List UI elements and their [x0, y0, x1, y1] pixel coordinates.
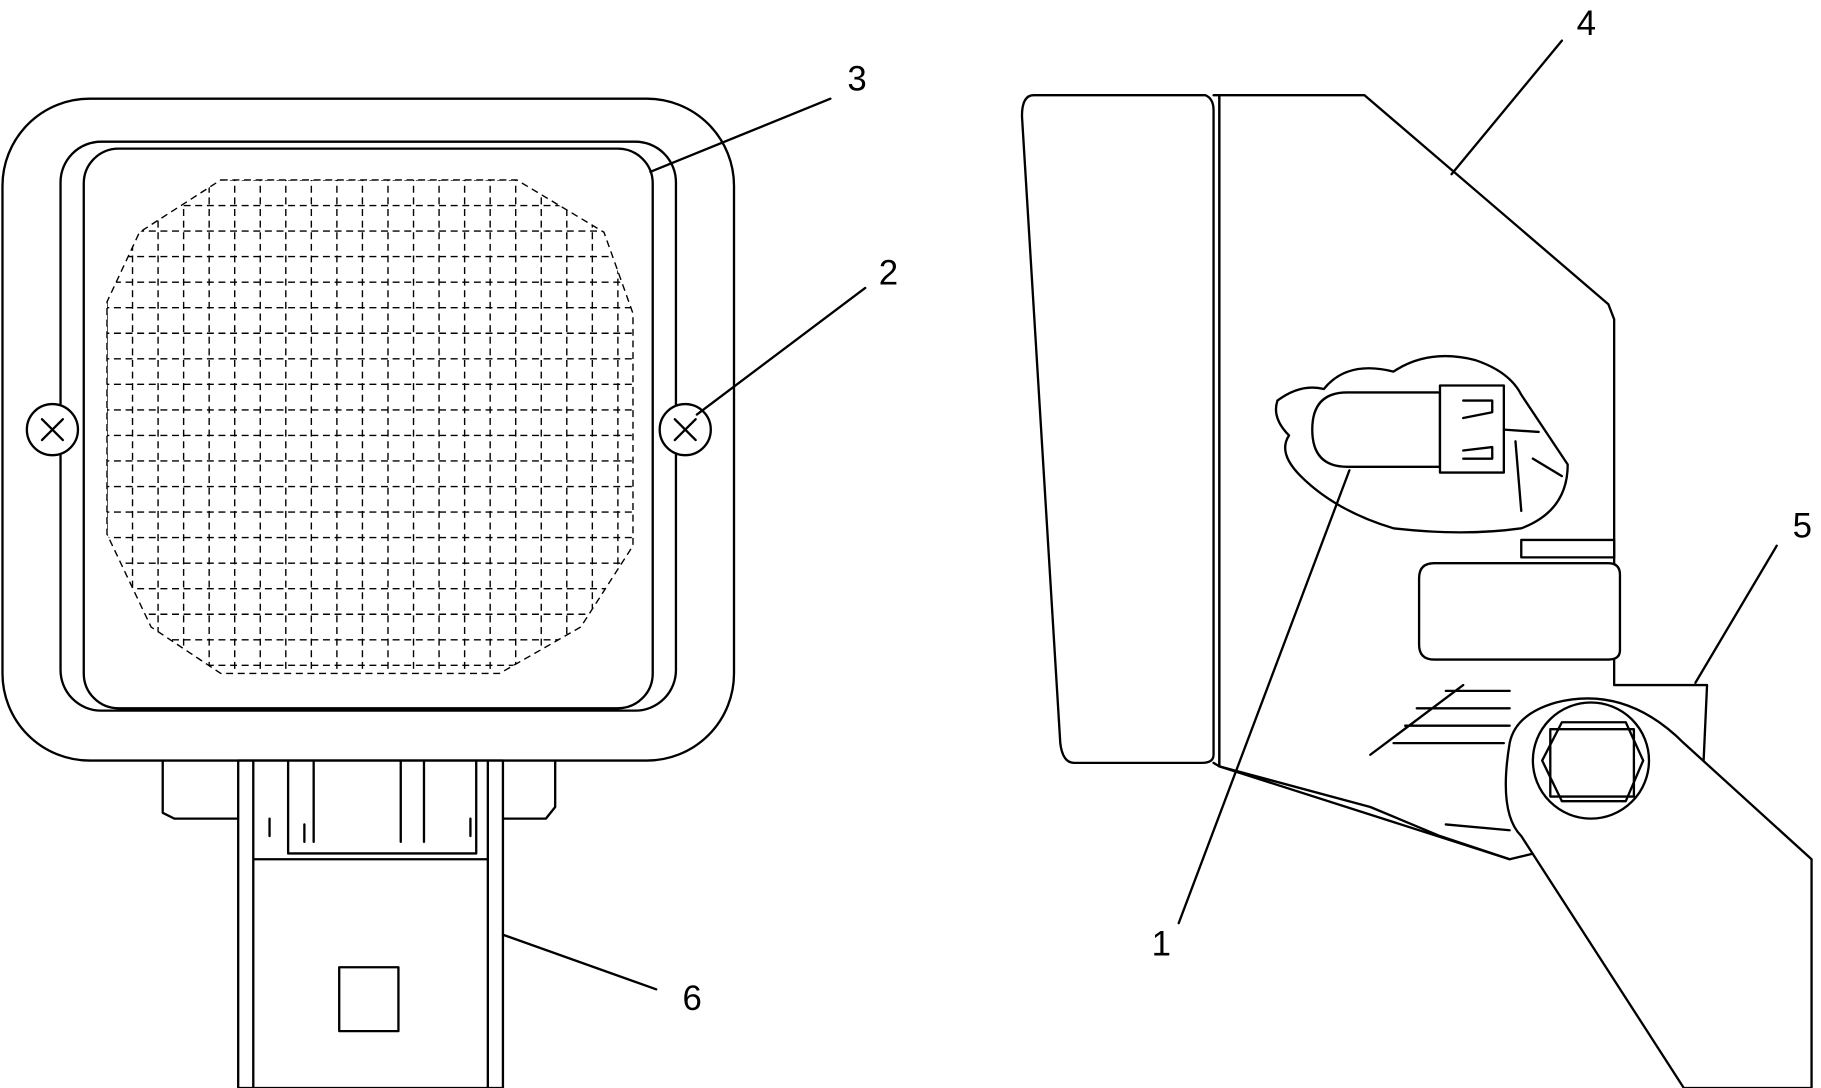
mount-clip — [1417, 561, 1622, 661]
heat-fins — [1369, 683, 1511, 832]
lamp-mount-nut-left — [161, 759, 251, 820]
hex-bolt — [1541, 721, 1645, 803]
mount-bracket — [237, 759, 505, 1088]
bulb — [1311, 384, 1564, 513]
callout-1: 1 — [1152, 925, 1171, 964]
pivot-bracket — [1504, 697, 1813, 1088]
screw-right — [658, 402, 712, 457]
callout-5: 5 — [1793, 507, 1812, 546]
lamp-front-view — [1, 97, 736, 1088]
lamp-lens — [82, 147, 654, 710]
callout-3: 3 — [847, 60, 866, 99]
callout-2: 2 — [879, 253, 898, 292]
lamp-side-view — [1020, 94, 1813, 1088]
lens-mesh — [106, 179, 633, 674]
callout-leaders — [501, 39, 1778, 991]
front-lens-side — [1020, 94, 1215, 765]
callout-4: 4 — [1577, 4, 1596, 43]
screw-left — [25, 402, 80, 457]
callout-6: 6 — [683, 979, 702, 1018]
mesh-outline — [106, 179, 634, 675]
